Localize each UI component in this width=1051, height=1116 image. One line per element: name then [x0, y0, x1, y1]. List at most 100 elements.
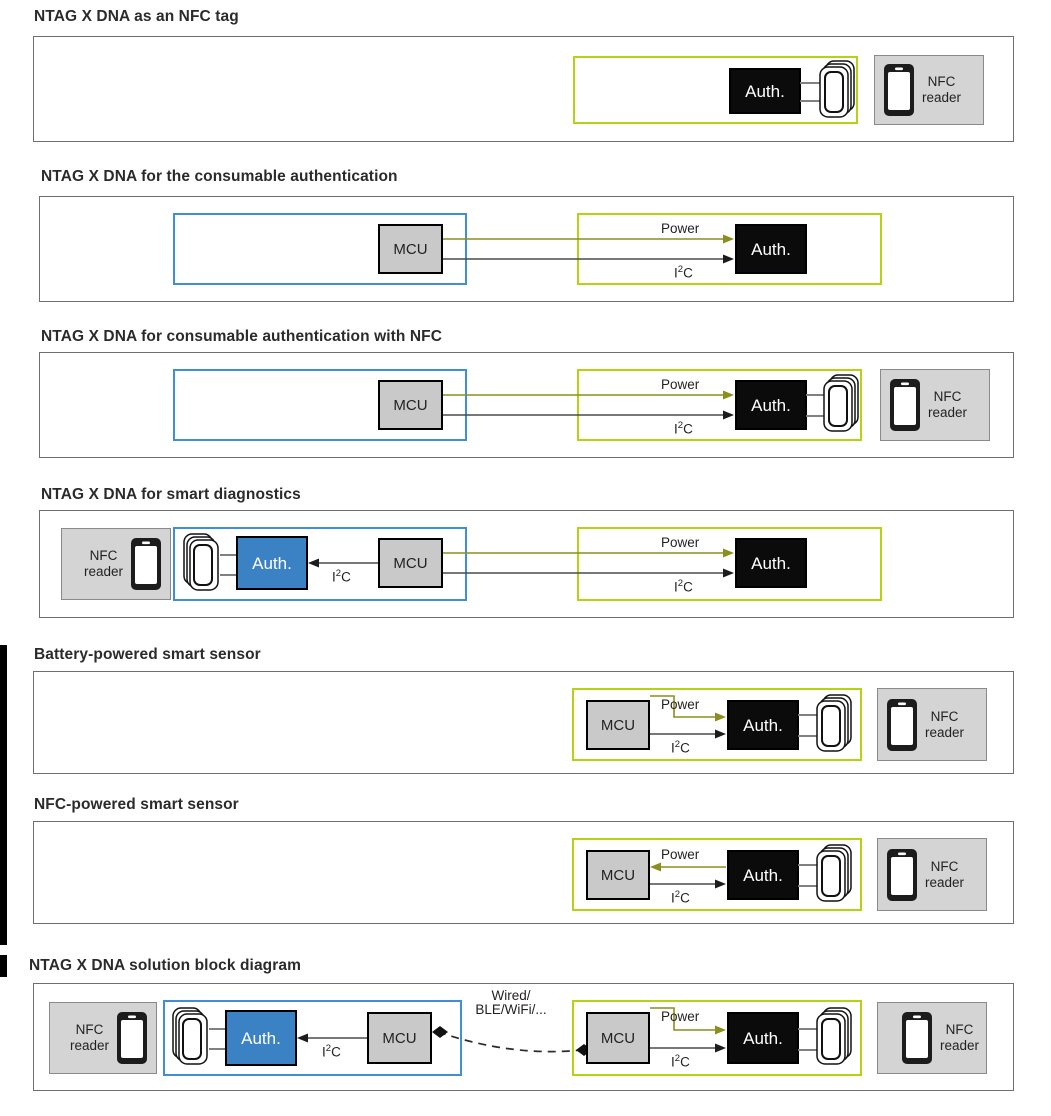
blue-device-frame [163, 1000, 462, 1076]
nfc-reader-right: NFC reader [877, 1002, 987, 1074]
blue-device-frame [173, 527, 467, 601]
left-edge-bar-upper [0, 645, 7, 945]
mcu-label: MCU [393, 554, 428, 572]
nfc-antenna-icon [815, 842, 857, 908]
antenna-connector-bottom [798, 885, 818, 888]
section-ntag-x-dna-solution-block-diagram: NTAG X DNA solution block diagram NFC re… [0, 950, 1051, 1116]
auth-block: Auth. [727, 850, 799, 900]
auth-label: Auth. [252, 553, 292, 573]
section-ntag-x-dna-for-smart-diagnostics: NTAG X DNA for smart diagnostics NFC rea… [0, 480, 1051, 645]
mcu-block: MCU [586, 700, 650, 750]
wired-ble-wifi-label: Wired/ BLE/WiFi/... [475, 988, 547, 1017]
auth-label: Auth. [751, 395, 791, 415]
green-device-frame [572, 688, 862, 761]
section-ntag-x-dna-as-an-nfc-tag: NTAG X DNA as an NFC tag Auth. [0, 0, 1051, 160]
auth-label: Auth. [743, 1028, 783, 1048]
left-edge-bar-lower [0, 955, 7, 977]
section-panel: MCU Auth. Power I2C [39, 196, 1014, 302]
section-title: NTAG X DNA for consumable authentication… [41, 328, 443, 345]
antenna-connector-bottom [798, 735, 818, 738]
nfc-reader-label: NFC reader [922, 74, 962, 105]
i2c-arrow [650, 729, 726, 739]
auth-block: Auth. [727, 1012, 799, 1064]
power-arrow [443, 234, 734, 244]
antenna-connector-top [806, 394, 826, 397]
mcu-block-right: MCU [586, 1012, 650, 1064]
phone-icon [888, 377, 922, 433]
auth-block-blue: Auth. [225, 1010, 297, 1066]
power-label: Power [661, 377, 700, 392]
blue-device-frame [173, 213, 467, 285]
phone-icon [885, 847, 919, 903]
power-arrow [443, 548, 734, 558]
section-panel: NFC reader Auth. MCU [39, 510, 1014, 618]
nfc-antenna-icon-left [171, 1005, 213, 1071]
i2c-label: I2C [671, 739, 690, 756]
auth-label: Auth. [751, 239, 791, 259]
i2c-label: I2C [674, 420, 693, 437]
section-nfc-powered-smart-sensor: NFC-powered smart sensor MCU Auth. Power… [0, 790, 1051, 945]
auth-block-blue: Auth. [236, 536, 308, 590]
mcu-label: MCU [382, 1029, 417, 1047]
phone-icon [115, 1010, 149, 1066]
auth-label: Auth. [745, 81, 785, 101]
mcu-label: MCU [600, 866, 636, 884]
antenna-connector-top [800, 82, 822, 85]
antenna-connector-top [798, 1028, 818, 1031]
nfc-antenna-icon [822, 372, 864, 438]
section-title: NTAG X DNA for the consumable authentica… [41, 168, 398, 185]
antenna-connector-bottom [806, 415, 826, 418]
mcu-block: MCU [378, 538, 443, 588]
power-arrow [650, 695, 726, 722]
mcu-label: MCU [393, 240, 428, 258]
section-ntag-x-dna-for-the-consumable-authentication: NTAG X DNA for the consumable authentica… [0, 160, 1051, 320]
auth-label: Auth. [743, 865, 783, 885]
green-device-frame [572, 838, 862, 911]
mcu-block: MCU [586, 850, 650, 900]
i2c-label: I2C [674, 264, 693, 281]
green-device-frame [573, 56, 858, 124]
nfc-antenna-icon [815, 692, 857, 758]
section-panel: MCU Auth. Power I2C [33, 821, 1014, 924]
i2c-arrow [443, 410, 734, 420]
i2c-label: I2C [671, 889, 690, 906]
i2c-arrow [650, 1043, 726, 1053]
auth-block: Auth. [729, 68, 801, 114]
nfc-reader-right: NFC reader [880, 369, 990, 441]
antenna-connector-bottom [800, 100, 822, 103]
power-label: Power [661, 221, 700, 236]
antenna-connector-top [798, 714, 818, 717]
section-panel: MCU Auth. Power I2C [33, 671, 1014, 774]
auth-block: Auth. [727, 700, 799, 750]
nfc-reader-right: NFC reader [877, 838, 987, 911]
auth-label: Auth. [743, 715, 783, 735]
nfc-reader-label: NFC reader [83, 548, 123, 579]
antenna-connector-bottom-left [220, 574, 239, 577]
nfc-reader-label: NFC reader [925, 858, 965, 890]
auth-label: Auth. [241, 1028, 281, 1048]
phone-icon [885, 697, 919, 753]
i2c-arrow-left [297, 1033, 367, 1043]
section-title: NTAG X DNA solution block diagram [29, 957, 301, 974]
section-panel: MCU Auth. Power I2C [39, 352, 1014, 458]
i2c-label: I2C [671, 1053, 690, 1070]
antenna-connector-bottom-left [209, 1048, 228, 1051]
section-title: NTAG X DNA for smart diagnostics [41, 486, 301, 503]
nfc-antenna-icon-left [182, 531, 224, 597]
i2c-arrow [443, 254, 734, 264]
auth-block: Auth. [735, 380, 807, 430]
power-arrow [443, 390, 734, 400]
nfc-reader-label: NFC reader [939, 1022, 979, 1053]
phone-icon [882, 62, 916, 118]
section-title: NFC-powered smart sensor [34, 796, 239, 813]
i2c-arrow-left [308, 558, 378, 568]
mcu-block: MCU [378, 224, 443, 274]
green-device-frame [577, 213, 882, 285]
mcu-label: MCU [393, 396, 428, 414]
auth-block: Auth. [735, 224, 807, 274]
green-device-frame [572, 1000, 862, 1076]
nfc-reader-label: NFC reader [928, 389, 968, 420]
power-arrow [650, 1007, 726, 1035]
nfc-reader-label: NFC reader [925, 708, 965, 740]
nfc-reader-right: NFC reader [877, 688, 987, 761]
